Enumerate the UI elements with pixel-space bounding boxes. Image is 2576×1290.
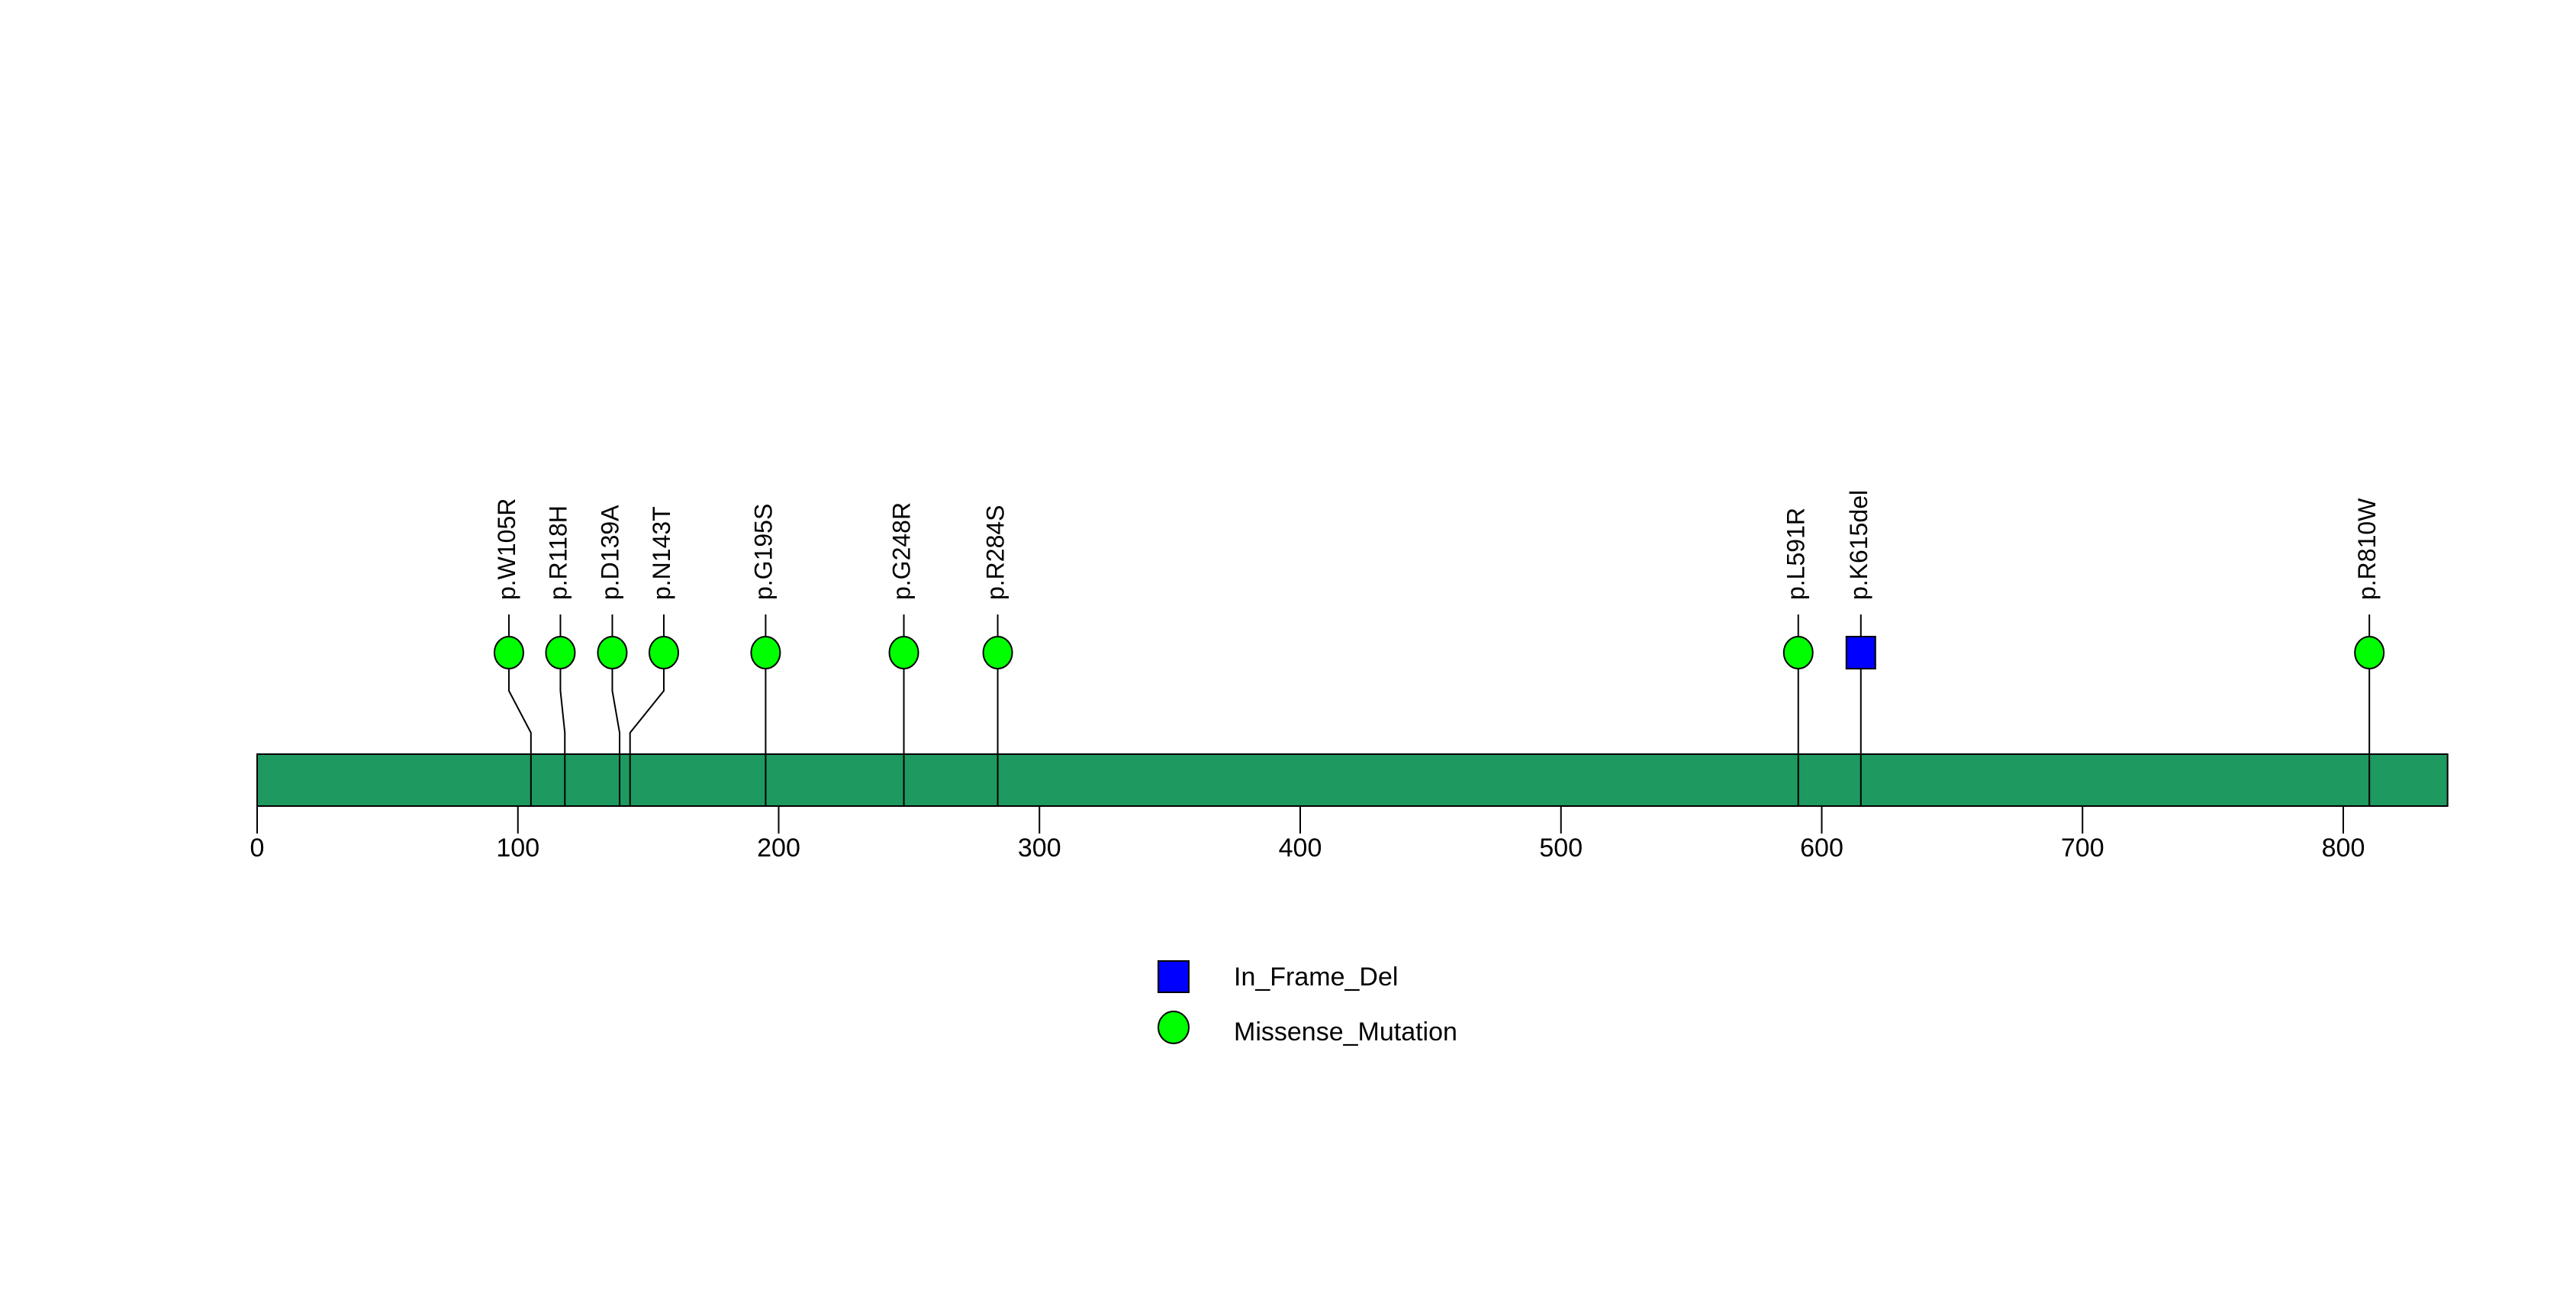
axis-tick-label: 500 <box>1539 834 1583 863</box>
axis-tick-label: 300 <box>1018 834 1061 863</box>
protein-backbone-bar <box>256 753 2449 807</box>
axis-tick-label: 600 <box>1800 834 1843 863</box>
mutation-marker-circle <box>597 636 628 669</box>
legend-label-missense-mutation: Missense_Mutation <box>1234 1017 1457 1047</box>
mutation-stem <box>559 669 566 806</box>
legend-label-in-frame-del: In_Frame_Del <box>1234 963 1398 992</box>
mutation-marker-circle <box>888 636 919 669</box>
mutation-label: p.R284S <box>982 505 1009 600</box>
mutation-stem <box>507 669 532 806</box>
mutation-marker-circle <box>648 636 679 669</box>
axis-tick-label: 100 <box>496 834 539 863</box>
axis-tick-label: 400 <box>1279 834 1322 863</box>
axis-tick-label: 800 <box>2322 834 2365 863</box>
mutation-marker-circle <box>1782 636 1814 669</box>
mutation-marker-circle <box>982 636 1013 669</box>
legend-swatch-in-frame-del <box>1158 960 1190 993</box>
mutation-label: p.K615del <box>1845 490 1872 600</box>
mutation-label: p.L591R <box>1782 508 1810 600</box>
mutation-label: p.R118H <box>544 505 572 600</box>
mutation-label: p.R810W <box>2353 498 2381 600</box>
mutation-label: p.W105R <box>493 498 520 600</box>
legend-swatch-missense-mutation <box>1158 1011 1190 1044</box>
mutation-label: p.G195S <box>749 504 777 600</box>
mutation-label: p.G248R <box>888 502 916 600</box>
mutation-label: p.D139A <box>596 505 623 600</box>
mutation-marker-square <box>1845 636 1876 669</box>
axis-tick-label: 0 <box>250 834 265 863</box>
axis-tick-label: 200 <box>757 834 800 863</box>
mutation-label: p.N143T <box>648 506 675 600</box>
mutation-stem <box>611 669 621 806</box>
mutation-marker-circle <box>493 636 524 669</box>
mutation-marker-circle <box>750 636 781 669</box>
mutation-marker-circle <box>545 636 576 669</box>
axis-tick-label: 700 <box>2061 834 2104 863</box>
mutation-marker-circle <box>2354 636 2385 669</box>
mutation-stem <box>629 669 665 806</box>
